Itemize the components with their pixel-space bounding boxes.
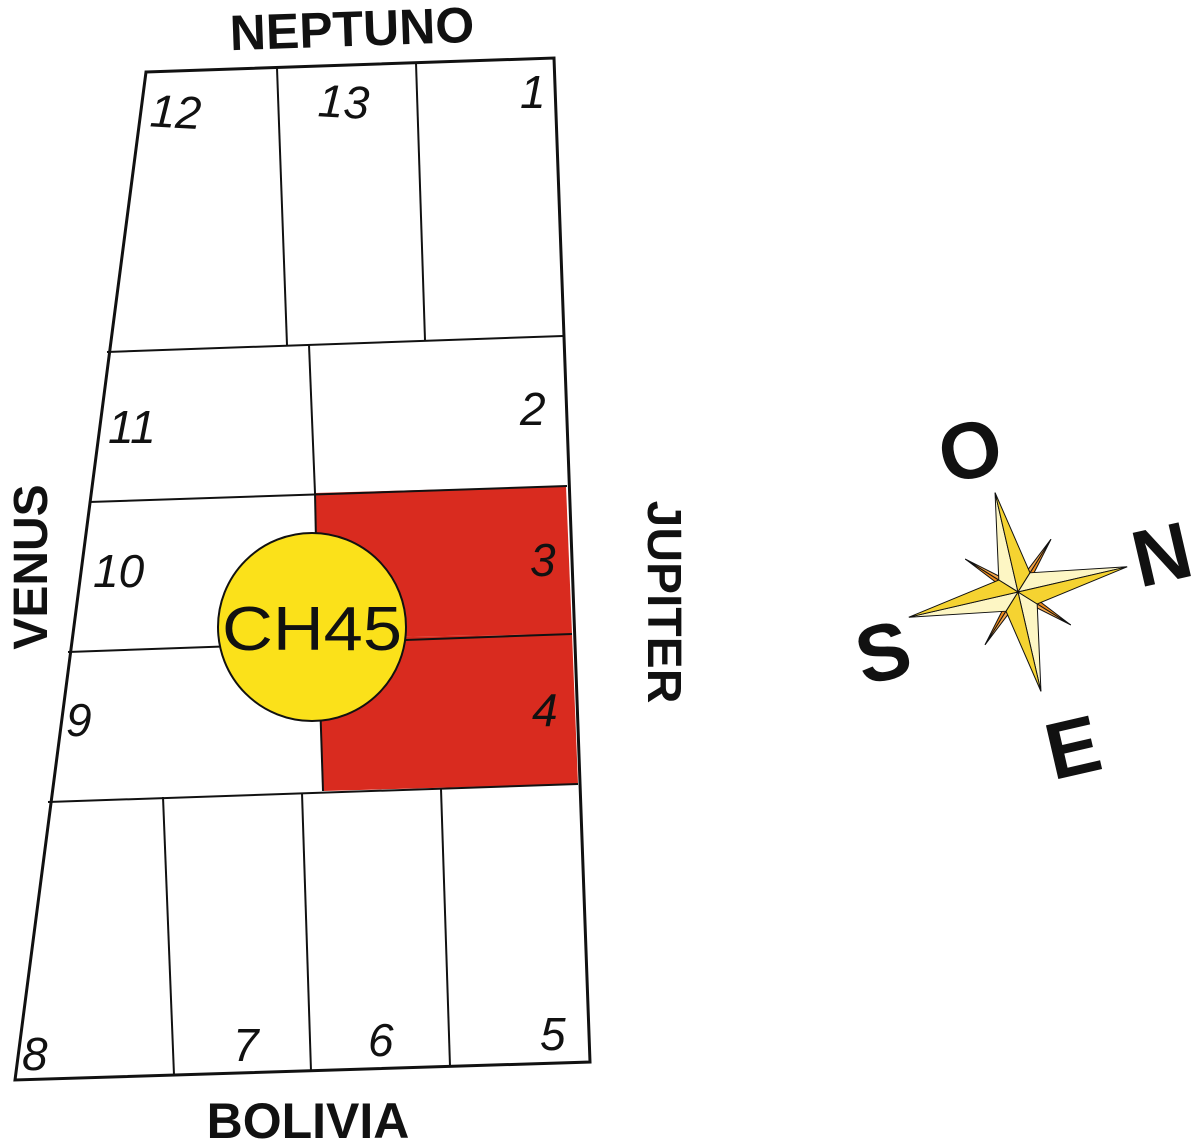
divider-row-4 (47, 783, 579, 803)
lot-number-2: 2 (519, 383, 546, 435)
lot-number-3: 3 (530, 534, 556, 586)
divider-row-2 (88, 485, 568, 503)
compass-west-label: O (930, 400, 1011, 501)
compass-rose: O N S E (847, 400, 1200, 797)
ch45-label: CH45 (222, 595, 402, 664)
lot-number-5: 5 (540, 1008, 566, 1060)
block-outline (13, 56, 592, 1082)
divider-13-1 (415, 62, 426, 341)
street-left: VENUS (5, 484, 58, 649)
compass-north-label: N (1124, 505, 1200, 605)
lot-number-4: 4 (532, 684, 558, 736)
lot-number-13: 13 (317, 74, 371, 129)
compass-south-label: S (847, 603, 919, 702)
lot-number-12: 12 (149, 84, 203, 139)
lot-number-6: 6 (368, 1014, 394, 1066)
divider-12-13 (276, 67, 288, 346)
ch45-marker[interactable]: CH45 (217, 532, 407, 722)
lot-number-1: 1 (520, 66, 546, 118)
divider-11-2 (308, 344, 316, 494)
lot-number-7: 7 (233, 1019, 260, 1071)
street-top: NEPTUNO (229, 0, 475, 61)
street-bottom: BOLIVIA (207, 1093, 410, 1145)
lot-number-9: 9 (66, 694, 92, 746)
compass-star-icon (908, 492, 1128, 692)
lot-number-10: 10 (93, 545, 145, 597)
lot-number-8: 8 (22, 1028, 48, 1080)
street-right: JUPITER (637, 501, 690, 704)
divider-row-1 (106, 335, 564, 353)
compass-east-label: E (1037, 698, 1109, 797)
divider-8-7 (162, 796, 175, 1076)
divider-7-6 (301, 792, 312, 1072)
divider-6-5 (440, 788, 451, 1067)
lot-number-11: 11 (108, 401, 156, 453)
